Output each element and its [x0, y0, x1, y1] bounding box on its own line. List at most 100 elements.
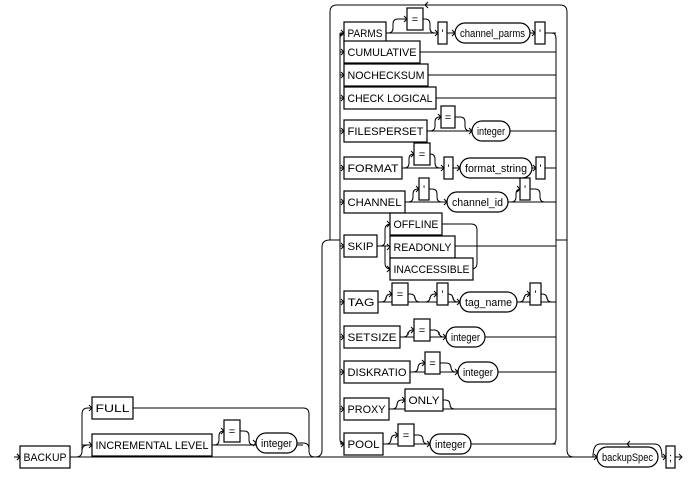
check-logical-keyword-label: CHECK LOGICAL: [348, 93, 433, 105]
equals-symbol-shape: [223, 419, 241, 443]
skip-keyword-label: SKIP: [348, 241, 374, 253]
repeat-loop: [329, 4, 568, 240]
tag-name-param-label: tag_name: [465, 297, 512, 309]
equals-symbol-shape: [406, 7, 424, 31]
full-keyword-shape: [91, 396, 134, 420]
backup-spec-param-shape: [596, 446, 659, 468]
integer-param-label: integer: [477, 126, 505, 138]
integer-param: integer: [457, 361, 499, 383]
skip-keyword: SKIP: [343, 234, 378, 258]
equals-symbol: =: [223, 419, 241, 443]
tag-name-param: tag_name: [459, 291, 518, 313]
quote-symbol-label: ': [423, 184, 425, 196]
connector-lines: [14, 1, 683, 461]
semicolon-terminator-shape: [665, 445, 676, 469]
equals-symbol-label: =: [419, 149, 425, 161]
nochecksum-keyword-shape: [343, 63, 429, 87]
integer-param: integer: [429, 433, 472, 455]
quote-symbol-shape: [437, 21, 448, 45]
quote-symbol-label: ': [447, 163, 449, 175]
incremental-level-keyword-label: INCREMENTAL LEVEL: [96, 440, 209, 452]
integer-param-label: integer: [261, 438, 292, 450]
repeat-loop: [592, 443, 666, 458]
quote-symbol-label: ': [524, 184, 526, 196]
channel-id-param: channel_id: [446, 191, 509, 213]
readonly-keyword: READONLY: [389, 235, 456, 259]
tag-keyword: TAG: [343, 290, 379, 314]
integer-param-shape: [471, 120, 511, 142]
only-keyword: ONLY: [404, 388, 444, 412]
quote-symbol-label: ': [534, 289, 536, 301]
full-keyword: FULL: [91, 396, 134, 420]
filesperset-keyword: FILESPERSET: [343, 119, 428, 143]
quote-symbol: ': [529, 282, 542, 306]
quote-symbol: ': [534, 21, 546, 45]
quote-symbol-shape: [443, 156, 454, 180]
channel-parms-param: channel_parms: [454, 22, 531, 44]
format-string-param: format_string: [459, 157, 533, 179]
channel-parms-param-label: channel_parms: [460, 28, 525, 40]
connector-line: [556, 239, 575, 458]
proxy-keyword: PROXY: [343, 397, 390, 421]
diskratio-keyword-label: DISKRATIO: [348, 367, 407, 379]
equals-symbol-shape: [424, 351, 441, 375]
backup-keyword-shape: [19, 445, 71, 469]
equals-symbol-shape: [413, 318, 431, 342]
quote-symbol-shape: [519, 177, 531, 201]
equals-symbol: =: [391, 282, 409, 306]
quote-symbol: ': [519, 177, 531, 201]
diskratio-keyword: DISKRATIO: [343, 360, 411, 384]
equals-symbol-shape: [397, 423, 415, 447]
quote-symbol: ': [418, 177, 430, 201]
format-string-param-label: format_string: [465, 163, 527, 175]
quote-symbol-label: ': [539, 28, 541, 40]
integer-param-shape: [457, 361, 499, 383]
offline-keyword: OFFLINE: [389, 212, 443, 236]
backup-keyword-label: BACKUP: [24, 452, 67, 464]
only-keyword-label: ONLY: [409, 395, 441, 407]
equals-symbol-shape: [440, 105, 456, 129]
quote-symbol-label: ': [441, 28, 443, 40]
semicolon-terminator-label: ;: [669, 452, 672, 464]
setsize-keyword: SETSIZE: [343, 325, 401, 349]
parms-keyword-label: PARMS: [348, 28, 383, 40]
offline-keyword-label: OFFLINE: [394, 219, 439, 231]
arrow-icon: [424, 1, 429, 9]
format-keyword-shape: [343, 156, 403, 180]
equals-symbol: =: [424, 351, 441, 375]
proxy-keyword-label: PROXY: [348, 404, 387, 416]
only-keyword-shape: [404, 388, 444, 412]
pool-keyword: POOL: [343, 432, 384, 456]
channel-parms-param-shape: [454, 22, 531, 44]
backup-keyword: BACKUP: [19, 445, 71, 469]
equals-symbol-label: =: [445, 112, 451, 124]
cumulative-keyword: CUMULATIVE: [343, 40, 421, 64]
quote-symbol-shape: [418, 177, 430, 201]
equals-symbol: =: [440, 105, 456, 129]
quote-symbol-shape: [534, 21, 546, 45]
equals-symbol-label: =: [403, 430, 409, 442]
diskratio-keyword-shape: [343, 360, 411, 384]
offline-keyword-shape: [389, 212, 443, 236]
equals-symbol: =: [397, 423, 415, 447]
format-keyword: FORMAT: [343, 156, 403, 180]
nochecksum-keyword: NOCHECKSUM: [343, 63, 429, 87]
filesperset-keyword-label: FILESPERSET: [348, 126, 424, 138]
equals-symbol-label: =: [412, 14, 418, 26]
check-logical-keyword-shape: [343, 86, 437, 110]
filesperset-keyword-shape: [343, 119, 428, 143]
integer-param-label: integer: [451, 332, 480, 344]
cumulative-keyword-label: CUMULATIVE: [348, 47, 417, 59]
syntax-nodes: BACKUP FULL INCREMENTAL LEVEL = integer PARMS…: [19, 7, 676, 469]
inaccessible-keyword: INACCESSIBLE: [389, 257, 474, 281]
integer-param: integer: [255, 432, 298, 454]
channel-id-param-label: channel_id: [452, 197, 503, 209]
equals-symbol-label: =: [229, 426, 235, 438]
integer-param-shape: [255, 432, 298, 454]
equals-symbol: =: [406, 7, 424, 31]
inaccessible-keyword-shape: [389, 257, 474, 281]
pool-keyword-shape: [343, 432, 384, 456]
arrow-icon: [626, 440, 631, 448]
equals-symbol-label: =: [397, 289, 403, 301]
connector-line: [339, 32, 345, 445]
